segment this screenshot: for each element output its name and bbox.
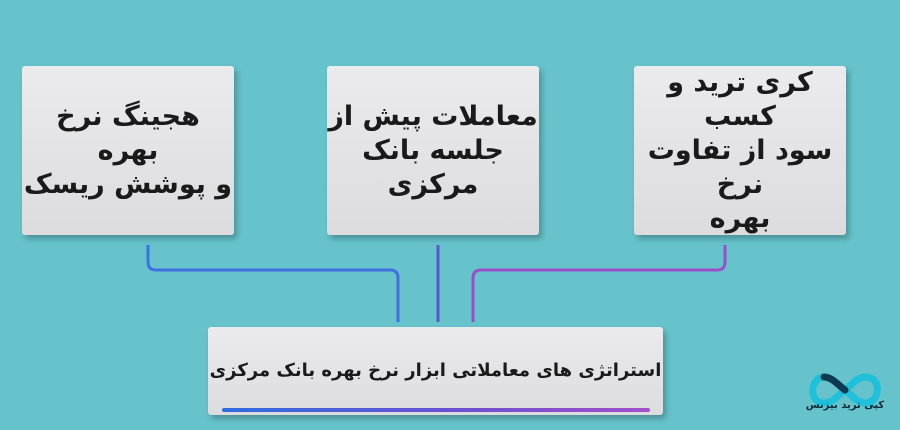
hedging-box: هجینگ نرخ بهره و پوشش ریسک xyxy=(22,66,234,235)
main-strategy-box: استراتژی های معاملاتی ابزار نرخ بهره بان… xyxy=(208,327,663,415)
hedging-line-2: و پوشش ریسک xyxy=(23,168,233,200)
carry-trade-line-3: بهره xyxy=(709,202,771,234)
carry-trade-box: کری ترید و کسب سود از تفاوت نرخ بهره xyxy=(634,66,846,235)
central-bank-box: معاملات پیش از جلسه بانک مرکزی xyxy=(327,66,539,235)
logo-text: کپی ترید بیزنس xyxy=(805,400,885,411)
carry-trade-line-1: کری ترید و کسب xyxy=(667,66,813,132)
infinity-loop-icon xyxy=(809,373,881,407)
main-strategy-title: استراتژی های معاملاتی ابزار نرخ بهره بان… xyxy=(209,360,662,381)
central-bank-line-2: جلسه بانک مرکزی xyxy=(362,134,504,200)
connector-left xyxy=(146,245,400,322)
central-bank-line-1: معاملات پیش از xyxy=(328,100,538,132)
connector-right xyxy=(471,245,727,322)
carry-trade-line-2: سود از تفاوت نرخ xyxy=(647,134,833,200)
main-underline-gradient xyxy=(222,408,650,412)
hedging-line-1: هجینگ نرخ بهره xyxy=(56,100,200,166)
